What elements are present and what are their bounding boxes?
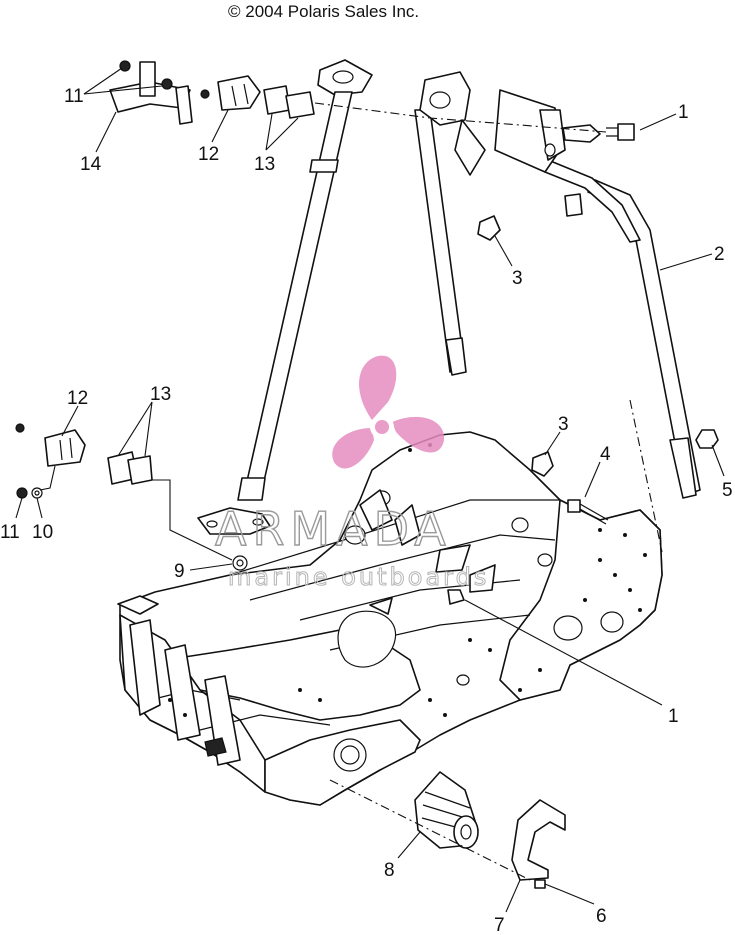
callout-12-left: 12 xyxy=(67,388,88,409)
clip-3-mid xyxy=(531,451,554,477)
callout-1-bottom: 1 xyxy=(668,706,679,727)
callout-10: 10 xyxy=(32,522,53,543)
bracket-14 xyxy=(109,60,193,125)
callout-1-top: 1 xyxy=(678,102,689,123)
clamp-7 xyxy=(511,799,566,881)
boot-8 xyxy=(414,771,479,849)
callout-11-left: 11 xyxy=(0,522,20,543)
callout-11-top: 11 xyxy=(64,86,84,107)
watermark-brand: ARMADA xyxy=(215,502,452,556)
callout-6: 6 xyxy=(596,906,607,927)
clip-3-top xyxy=(477,215,501,241)
leader-lines xyxy=(15,67,725,913)
washer-9 xyxy=(232,555,248,571)
callout-7: 7 xyxy=(494,915,505,935)
bolt-1-top xyxy=(606,123,635,141)
watermark-tagline: marine outboards xyxy=(228,563,489,591)
callout-14: 14 xyxy=(80,154,102,175)
callout-3-top: 3 xyxy=(512,268,523,289)
callout-3-mid: 3 xyxy=(558,414,569,435)
bearing-13-left xyxy=(107,451,153,485)
steering-post xyxy=(197,59,373,535)
copyright-text: © 2004 Polaris Sales Inc. xyxy=(228,2,419,21)
callout-5: 5 xyxy=(722,480,733,501)
bracket-12-left xyxy=(15,423,86,467)
callout-13-left: 13 xyxy=(150,384,171,405)
bolt-4 xyxy=(567,499,609,525)
steering-hoop xyxy=(414,71,701,499)
nut-11-left xyxy=(16,487,28,499)
chassis-frame xyxy=(117,431,663,806)
callout-labels: 1 2 3 3 4 5 1 6 7 8 9 10 11 12 13 11 14 … xyxy=(0,86,733,935)
callout-12-top: 12 xyxy=(198,144,219,165)
callout-13-top: 13 xyxy=(254,154,275,175)
callout-8: 8 xyxy=(384,860,395,881)
watermark-logo-icon xyxy=(332,355,445,469)
bracket-12-top xyxy=(200,75,261,111)
nut-5 xyxy=(695,429,719,449)
bolt-1-bottom xyxy=(447,589,465,605)
screw-6 xyxy=(534,879,561,891)
callout-9: 9 xyxy=(174,561,185,582)
bearing-13-top xyxy=(263,85,315,119)
callout-4: 4 xyxy=(600,444,611,465)
callout-2: 2 xyxy=(714,244,725,265)
